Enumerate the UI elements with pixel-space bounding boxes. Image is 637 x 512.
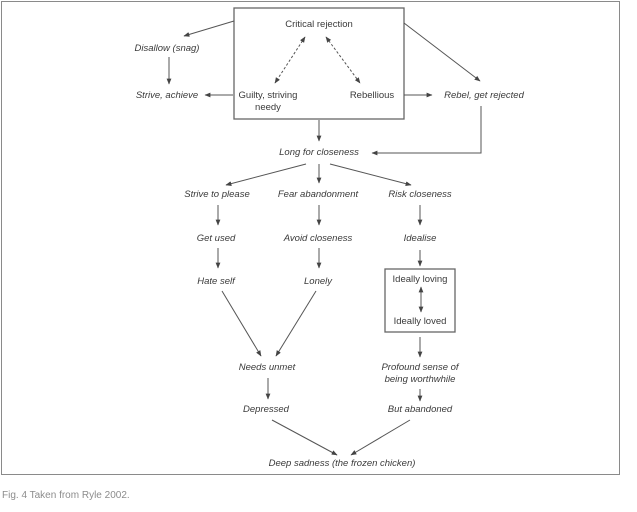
node-critical-rejection: Critical rejection — [285, 19, 353, 30]
node-avoid-closeness: Avoid closeness — [283, 233, 353, 244]
node-rebel-rejected: Rebel, get rejected — [444, 90, 524, 101]
node-deep-sadness: Deep sadness (the frozen chicken) — [269, 458, 416, 469]
edge-box-disallow — [183, 20, 235, 37]
edge-lonely-needs — [275, 290, 317, 357]
node-profound-line2: being worthwhile — [385, 374, 456, 385]
node-but-abandoned: But abandoned — [388, 404, 453, 415]
node-fear-abandonment: Fear abandonment — [278, 189, 359, 200]
node-risk-closeness: Risk closeness — [388, 189, 452, 200]
figure-caption: Fig. 4 Taken from Ryle 2002. — [2, 490, 130, 501]
node-strive-achieve: Strive, achieve — [136, 90, 198, 101]
node-get-used: Get used — [197, 233, 236, 244]
node-disallow: Disallow (snag) — [135, 43, 200, 54]
node-needs-unmet: Needs unmet — [239, 362, 296, 373]
edge-hate-needs — [221, 290, 262, 357]
node-lonely: Lonely — [304, 276, 333, 287]
node-rebellious: Rebellious — [350, 90, 395, 101]
edge-long-risk — [329, 163, 412, 186]
procedural-sequence-diagram: Critical rejection Guilty, striving need… — [135, 7, 525, 469]
node-profound-line1: Profound sense of — [381, 362, 459, 373]
diagram-frame — [1, 1, 620, 475]
core-state-box — [233, 7, 405, 120]
ideal-state-box — [384, 268, 456, 333]
reciprocal-arrow-guilty — [274, 36, 306, 84]
edge-rebel-long — [371, 106, 482, 156]
node-idealise: Idealise — [404, 233, 437, 244]
node-ideally-loving: Ideally loving — [393, 274, 448, 285]
edge-long-strive-please — [225, 163, 307, 186]
node-guilty-line2: needy — [255, 102, 281, 113]
edge-box-rebel — [403, 22, 481, 82]
reciprocal-arrow-rebellious — [325, 36, 361, 84]
edge-depressed-deep — [271, 419, 338, 456]
node-long-closeness: Long for closeness — [279, 147, 359, 158]
node-hate-self: Hate self — [197, 276, 236, 287]
edge-abandoned-deep — [350, 419, 411, 456]
node-ideally-loved: Ideally loved — [394, 316, 447, 327]
node-strive-please: Strive to please — [184, 189, 249, 200]
node-guilty-line1: Guilty, striving — [239, 90, 298, 101]
node-depressed: Depressed — [243, 404, 290, 415]
